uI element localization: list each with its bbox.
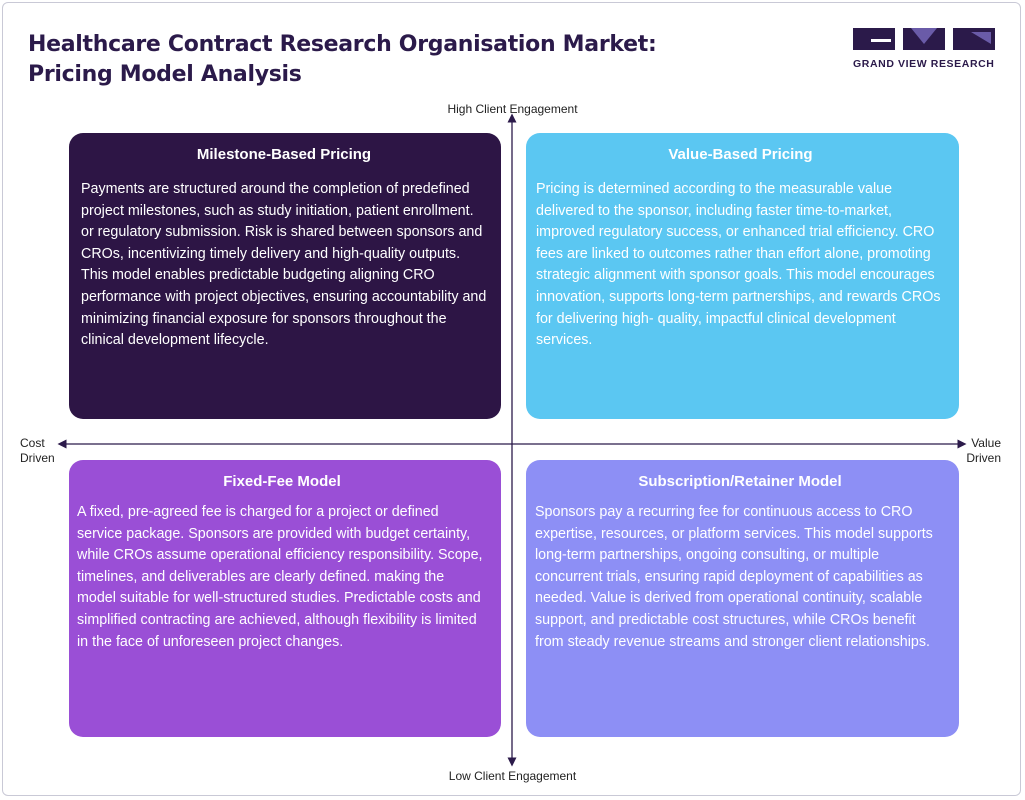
quadrant-description: Sponsors pay a recurring fee for continu… — [535, 504, 933, 650]
axis-label-right-line-1: Value — [971, 436, 1001, 450]
axis-label-bottom: Low Client Engagement — [0, 769, 1025, 784]
quadrant-milestone-based-pricing: Milestone-Based Pricing Payments are str… — [69, 133, 501, 419]
quadrant-description: Pricing is determined according to the m… — [536, 181, 941, 349]
logo-text: GRAND VIEW RESEARCH — [853, 58, 995, 70]
quadrant-fixed-fee-model: Fixed-Fee Model A fixed, pre-agreed fee … — [69, 460, 501, 737]
logo-mark-icon — [853, 28, 995, 50]
quadrant-description: Payments are structured around the compl… — [81, 181, 487, 349]
quadrant-title: Subscription/Retainer Model — [638, 473, 842, 490]
axis-label-top: High Client Engagement — [0, 102, 1025, 117]
page-title-line-1: Healthcare Contract Research Organisatio… — [28, 32, 657, 57]
axis-label-left: Cost Driven — [20, 436, 55, 466]
axis-label-left-line-1: Cost — [20, 436, 45, 450]
axis-label-bottom-text: Low Client Engagement — [448, 769, 577, 783]
quadrant-value-based-pricing: Value-Based Pricing Pricing is determine… — [526, 133, 959, 419]
quadrant-subscription-retainer-model: Subscription/Retainer Model Sponsors pay… — [526, 460, 959, 737]
axis-label-left-line-2: Driven — [20, 451, 55, 465]
quadrant-title: Milestone-Based Pricing — [196, 146, 372, 163]
axis-label-right-line-2: Driven — [966, 451, 1001, 465]
grand-view-research-logo: GRAND VIEW RESEARCH — [853, 28, 995, 72]
quadrant-description: A fixed, pre-agreed fee is charged for a… — [77, 504, 483, 650]
quadrant-title: Fixed-Fee Model — [223, 473, 341, 490]
page-title-line-2: Pricing Model Analysis — [28, 62, 302, 87]
quadrant-title: Value-Based Pricing — [668, 146, 813, 163]
axis-label-top-text: High Client Engagement — [447, 102, 578, 116]
axis-label-right: Value Driven — [966, 436, 1001, 466]
page-title: Healthcare Contract Research Organisatio… — [28, 30, 657, 90]
